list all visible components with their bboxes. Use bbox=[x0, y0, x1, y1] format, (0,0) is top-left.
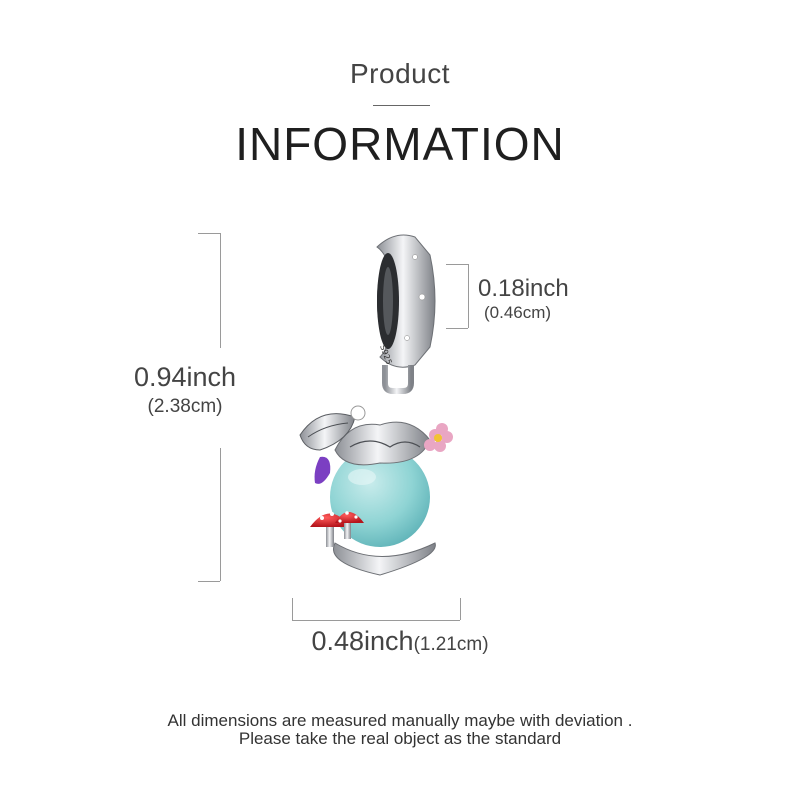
product-subtitle: Product bbox=[350, 58, 450, 89]
bail-cm-label: (0.46cm) bbox=[484, 303, 552, 322]
width-inch-label: 0.48inch bbox=[311, 626, 414, 656]
width-cm-label: (1.21cm) bbox=[413, 634, 489, 655]
height-bracket-upper-line bbox=[220, 233, 221, 348]
bail-bracket-bottom bbox=[446, 328, 468, 329]
width-bracket-right bbox=[460, 598, 461, 620]
bail-ring: S925 bbox=[376, 234, 436, 368]
footer-disclaimer-line1: All dimensions are measured manually may… bbox=[167, 711, 633, 730]
height-inch-label: 0.94inch bbox=[133, 362, 237, 392]
subtitle-underline bbox=[373, 105, 430, 106]
bail-inch-label: 0.18inch bbox=[478, 275, 569, 302]
bail-bracket-line bbox=[468, 264, 469, 328]
width-label: 0.48inch(1.21cm) bbox=[0, 626, 800, 657]
pink-flower bbox=[424, 423, 453, 452]
bail-bracket-top bbox=[446, 264, 468, 265]
height-bracket-top bbox=[198, 233, 220, 234]
purple-wing bbox=[314, 456, 331, 484]
footer-disclaimer-line2: Please take the real object as the stand… bbox=[238, 729, 562, 748]
information-title: INFORMATION bbox=[235, 118, 565, 170]
width-bracket-line bbox=[292, 620, 460, 621]
red-mushrooms bbox=[310, 511, 364, 547]
width-bracket-left bbox=[292, 598, 293, 620]
charm-pendant-illustration: S925 bbox=[299, 234, 453, 576]
height-cm-label: (2.38cm) bbox=[147, 396, 223, 417]
height-bracket-bottom bbox=[198, 581, 220, 582]
height-bracket-lower-line bbox=[220, 448, 221, 581]
